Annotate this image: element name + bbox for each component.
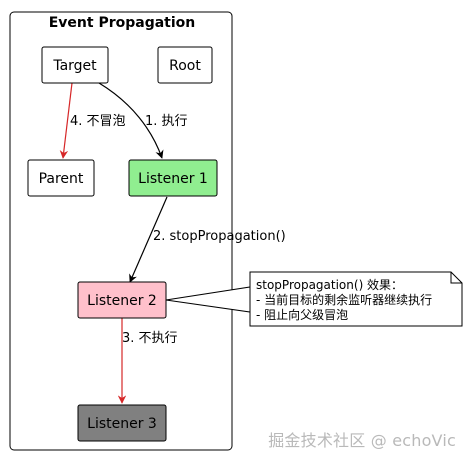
node-listener3-label: Listener 3 [87, 416, 157, 432]
node-parent: Parent [27, 159, 95, 197]
node-listener2: Listener 2 [77, 281, 167, 319]
node-target-box [41, 46, 109, 84]
note-line-2: - 当前目标的剩余监听器继续执行 [256, 292, 432, 307]
note-line-1: stopPropagation() 效果： [256, 277, 403, 292]
edge-target-parent [59, 82, 73, 159]
node-listener3: Listener 3 [77, 404, 167, 442]
watermark: 掘金技术社区 @ echoVic [268, 431, 456, 450]
note-box [249, 271, 463, 327]
event-propagation-group: Event Propagation [9, 11, 233, 451]
node-listener1: Listener 1 [128, 159, 218, 197]
node-parent-box [27, 159, 95, 197]
node-listener2-box [77, 281, 167, 319]
node-listener3-box [77, 404, 167, 442]
note-fold-icon [450, 272, 462, 284]
nodes: Target Root Parent Listener 1 Listener 2… [27, 46, 218, 442]
edge-label-execute: 1. 执行 [145, 114, 188, 129]
edge-listener1-listener2 [129, 196, 168, 283]
node-root: Root [157, 46, 213, 84]
group-frame [9, 11, 233, 451]
group-title: Event Propagation [49, 15, 196, 31]
node-root-label: Root [169, 58, 201, 74]
node-parent-label: Parent [39, 171, 84, 187]
edge-label-stop-propagation: 2. stopPropagation() [153, 229, 286, 244]
node-listener1-label: Listener 1 [138, 171, 208, 187]
edge-label-not-execute: 3. 不执行 [122, 331, 178, 346]
node-target: Target [41, 46, 109, 84]
edges: 1. 执行 4. 不冒泡 2. stopPropagation() 3. 不执行 [59, 82, 286, 404]
node-target-label: Target [52, 58, 97, 74]
note: stopPropagation() 效果： - 当前目标的剩余监听器继续执行 -… [249, 271, 463, 327]
edge-label-no-bubble: 4. 不冒泡 [70, 114, 126, 129]
node-root-box [157, 46, 213, 84]
node-listener2-label: Listener 2 [87, 293, 157, 309]
node-listener1-box [128, 159, 218, 197]
edge-target-listener1 [98, 82, 164, 159]
note-line-3: - 阻止向父级冒泡 [256, 307, 348, 322]
